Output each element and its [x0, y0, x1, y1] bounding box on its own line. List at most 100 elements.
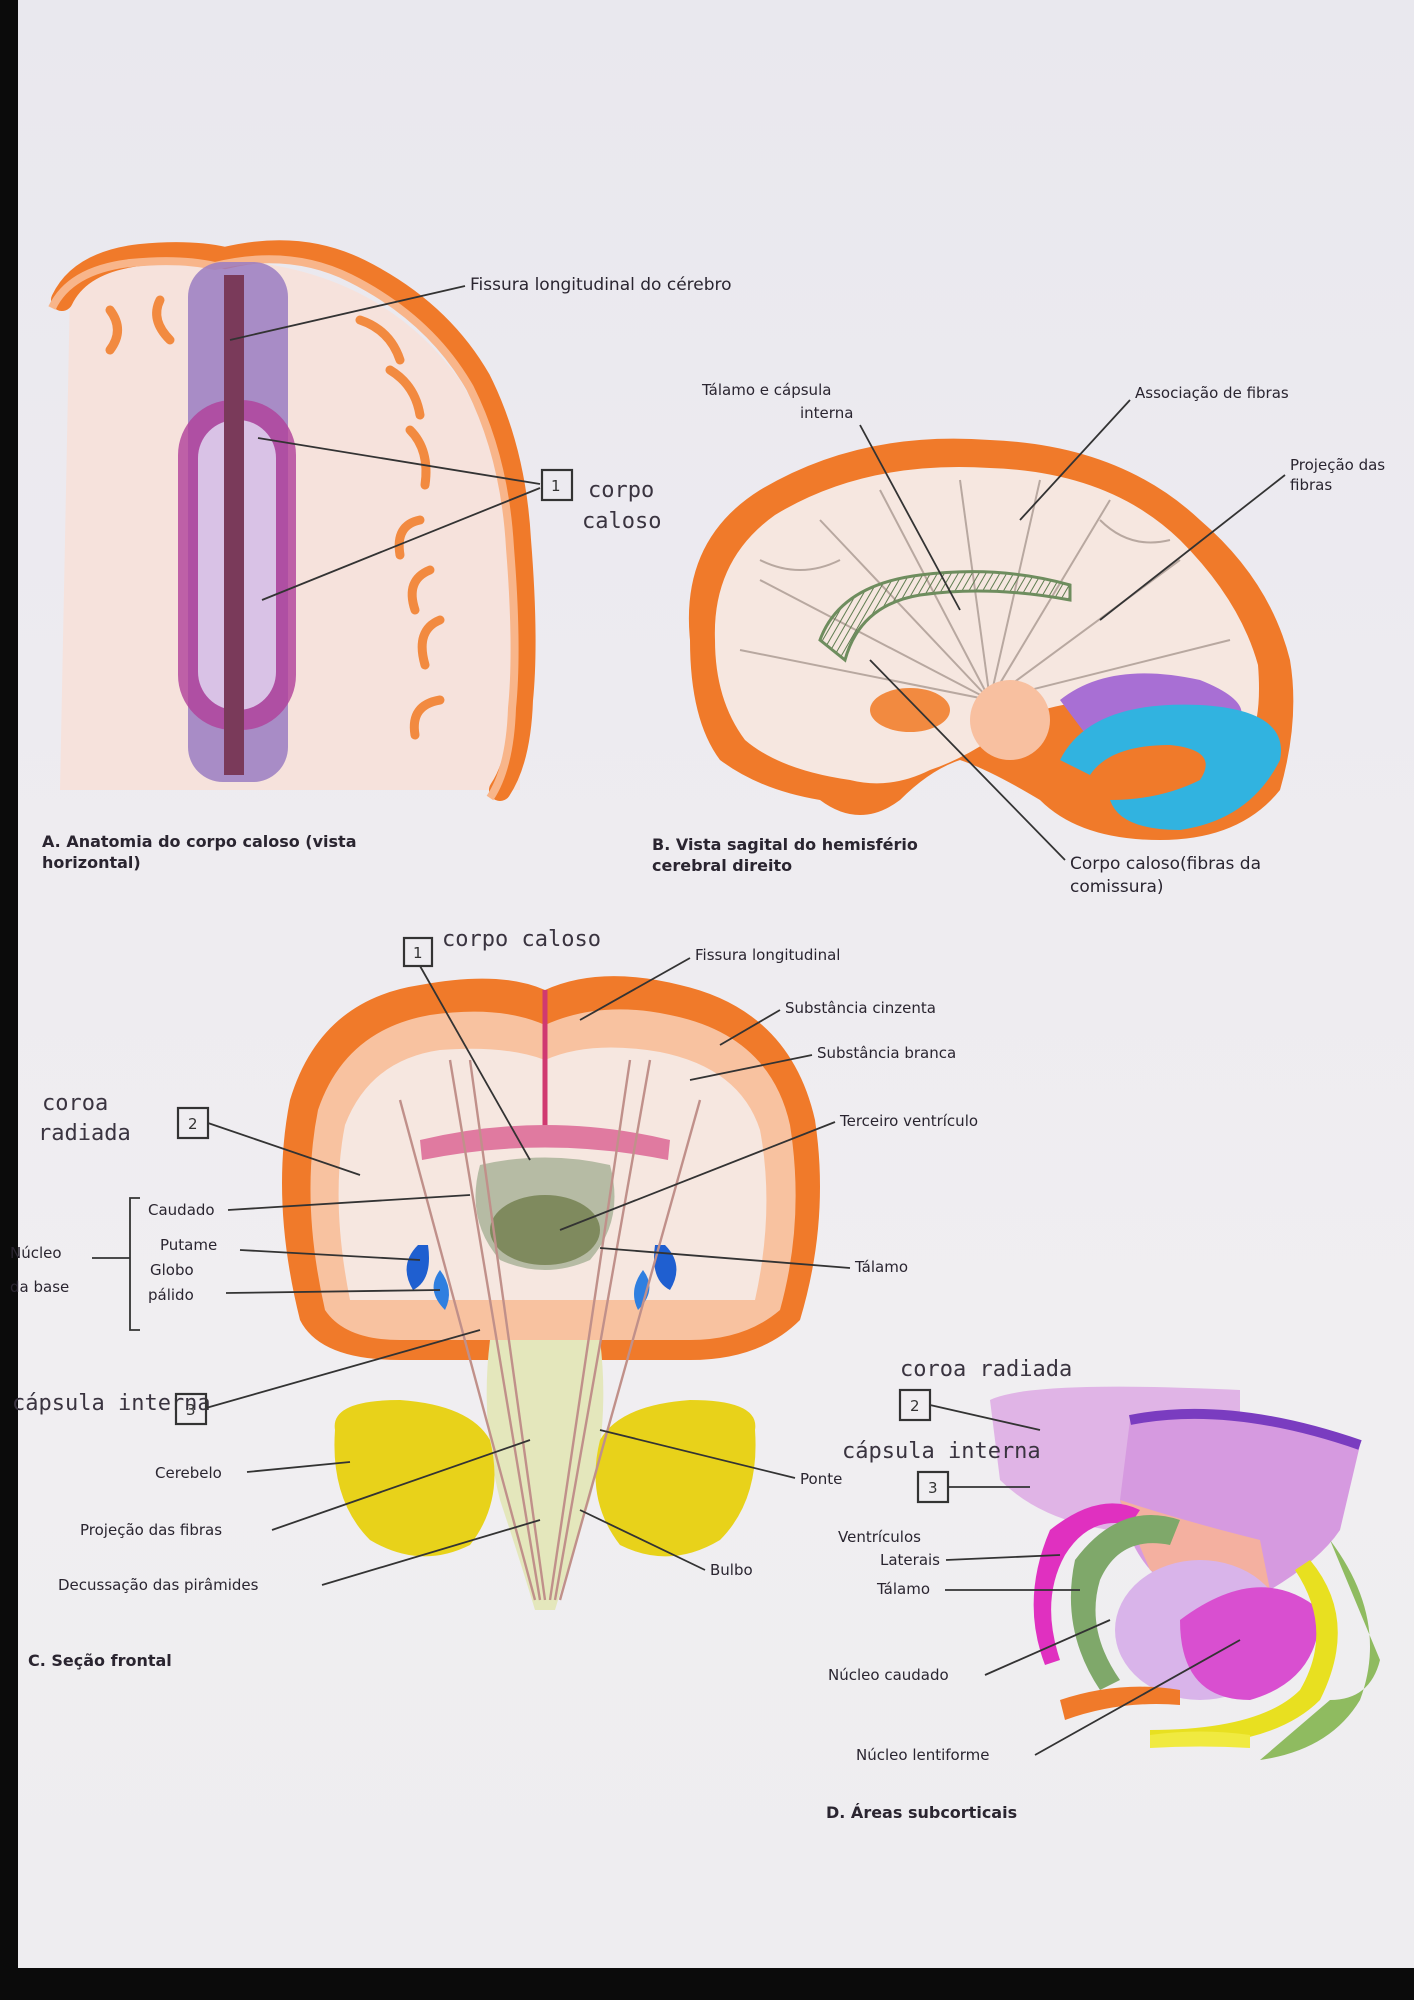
leader-fissure [229, 285, 466, 341]
cortex-inner [48, 255, 519, 801]
c-thalamus-label: Tálamo [854, 1258, 908, 1276]
c-projection-label: Projeção das fibras [80, 1521, 222, 1539]
putamen-label: Putame [160, 1236, 217, 1254]
internal-capsule-label: cápsula interna [12, 1391, 211, 1416]
thalamus-capsule-label-1: Tálamo e cápsula [701, 381, 831, 399]
d-corona-label: coroa radiada [900, 1357, 1072, 1382]
leader-d-caudate [984, 1619, 1111, 1676]
caption-b-line1: B. Vista sagital do hemisfério [652, 835, 918, 854]
orange-body [870, 688, 950, 732]
c-number-box-3 [174, 1392, 208, 1426]
lentiform-label: Núcleo lentiforme [856, 1746, 989, 1764]
ventricles-label-2: Laterais [880, 1551, 940, 1569]
c-corpus-callosum-label: corpo caloso [442, 927, 601, 952]
leader-white [689, 1054, 813, 1081]
midline [224, 275, 244, 775]
c-number-box-1 [402, 936, 434, 968]
c-fissure-label: Fissura longitudinal [695, 946, 840, 964]
yellow-tail [1150, 1731, 1250, 1748]
globus-pallidus-right [634, 1270, 650, 1310]
caption-b-line2: cerebral direito [652, 856, 792, 875]
leader-lentiform [1034, 1639, 1241, 1756]
corona-label-1: coroa [42, 1091, 108, 1116]
panel-d-subcortical: coroa radiada 2 cápsula interna 3 Ventrí… [826, 1357, 1380, 1822]
putamen-left [406, 1245, 429, 1290]
projection-label-2: fibras [1290, 476, 1332, 494]
globus-pallidus-left [433, 1270, 449, 1310]
corpus-callosum-arc [818, 570, 1072, 663]
caption-d: D. Áreas subcorticais [826, 1803, 1017, 1822]
corona-label-2: radiada [38, 1121, 131, 1146]
globus-label-2: pálido [148, 1286, 194, 1304]
corpus-callosum-label-1: corpo [588, 478, 654, 503]
basal-nuclei-bracket [129, 1197, 140, 1331]
gyri [105, 295, 445, 740]
thalamus-area [970, 680, 1050, 760]
commissure-label-2: comissura) [1070, 877, 1164, 897]
projection-label-1: Projeção das [1290, 456, 1385, 474]
leader-globus [225, 1289, 441, 1294]
leader-projection [1099, 474, 1286, 621]
hemisphere-white-matter [714, 466, 1259, 784]
cerebellum-right [595, 1400, 756, 1557]
leader-thalamus-c [599, 1247, 851, 1269]
cerebellum-label: Cerebelo [155, 1464, 222, 1482]
orange-tail [1060, 1686, 1180, 1720]
leader-commissure [869, 659, 1066, 861]
lateral-ventricle [1033, 1503, 1140, 1665]
leader-capsule [205, 1329, 481, 1409]
leader-grey [719, 1009, 781, 1046]
number-box-1-text: 1 [551, 477, 561, 495]
thalamus-arc [1070, 1515, 1180, 1690]
leader-thalamus-b [859, 424, 961, 611]
d-capsule-label: cápsula interna [842, 1439, 1041, 1464]
medulla-label: Bulbo [710, 1561, 753, 1579]
leader-caudate [227, 1194, 471, 1211]
white-matter-label: Substância branca [817, 1044, 956, 1062]
caption-a-line1: A. Anatomia do corpo caloso (vista [42, 832, 357, 851]
cyan-region [1060, 704, 1281, 830]
pons-label: Ponte [800, 1470, 842, 1488]
corpus-callosum-band [420, 1125, 670, 1160]
putamen-right [654, 1245, 677, 1290]
leader-pons [599, 1429, 796, 1479]
corpus-callosum-label-2: caloso [582, 509, 661, 534]
leader-third-ventricle [559, 1121, 836, 1231]
leader-cc-2 [261, 487, 541, 601]
lentiform-nucleus [1180, 1587, 1320, 1700]
commissure-label-1: Corpo caloso(fibras da [1070, 854, 1261, 874]
third-ventricle-label: Terceiro ventrículo [839, 1112, 978, 1130]
cerebellum-left [334, 1400, 495, 1557]
brainstem [486, 1340, 604, 1610]
leader-fissure-c [579, 957, 691, 1021]
leader-cc-c [419, 965, 531, 1161]
d-thalamus-label: Tálamo [876, 1580, 930, 1598]
green-tail [1260, 1540, 1380, 1760]
panel-c-frontal-section: 1 corpo caloso Fissura longitudinal Subs… [10, 927, 978, 1670]
number-box-1 [540, 468, 574, 502]
d-number-box-3-text: 3 [928, 1479, 938, 1497]
fissure-label: Fissura longitudinal do cérebro [470, 275, 732, 295]
yellow-arc [1150, 1560, 1338, 1746]
leader-cerebellum [246, 1461, 351, 1473]
leader-putamen [239, 1249, 421, 1261]
leader-projection-c [271, 1439, 531, 1531]
basal-nuclei-label-1: Núcleo [10, 1244, 62, 1262]
grey-matter-label: Substância cinzenta [785, 999, 936, 1017]
caption-a-line2: horizontal) [42, 853, 141, 872]
fan-rim [1129, 1408, 1362, 1450]
basal-nuclei-label-2: da base [10, 1278, 69, 1296]
caption-c: C. Seção frontal [28, 1651, 172, 1670]
cortex-outline [51, 240, 536, 801]
leader-association [1019, 399, 1131, 521]
globus-label-1: Globo [150, 1261, 194, 1279]
c-number-box-2-text: 2 [188, 1115, 198, 1133]
leader-ventricles [945, 1554, 1061, 1561]
leader-decussation [321, 1519, 541, 1586]
caudate-label: Caudado [148, 1201, 215, 1219]
panel-b-sagittal-view: Tálamo e cápsula interna Associação de f… [652, 381, 1385, 897]
c-number-box-3-text: 3 [186, 1401, 196, 1419]
d-number-box-2-text: 2 [910, 1397, 920, 1415]
